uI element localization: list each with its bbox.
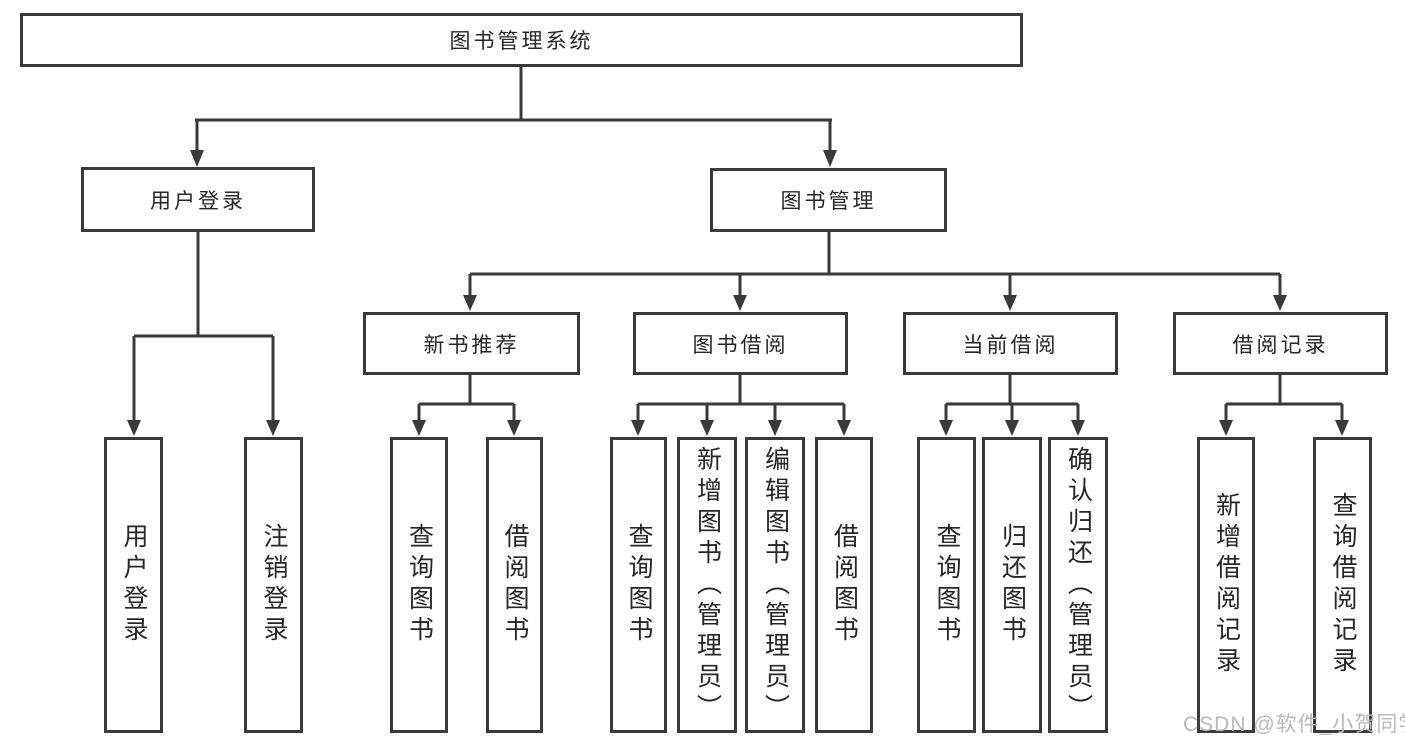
node-new-book-recommend: 新书推荐 <box>363 312 580 375</box>
node-user-login: 用户登录 <box>81 167 315 232</box>
node-borrowing-records: 借阅记录 <box>1173 312 1388 375</box>
leaf-logout: 注销登录 <box>244 437 303 733</box>
leaf-query-books-current: 查询图书 <box>917 437 976 733</box>
leaf-query-books-borrow: 查询图书 <box>610 437 667 733</box>
leaf-query-borrow-record: 查询借阅记录 <box>1313 437 1372 733</box>
node-book-borrowing: 图书借阅 <box>633 312 848 375</box>
leaf-add-borrow-record: 新增借阅记录 <box>1197 437 1255 733</box>
node-library-system: 图书管理系统 <box>20 13 1023 67</box>
leaf-query-books-recommend: 查询图书 <box>390 437 448 733</box>
node-current-borrowing: 当前借阅 <box>903 312 1118 375</box>
node-book-management: 图书管理 <box>710 168 947 232</box>
leaf-borrow-books-recommend: 借阅图书 <box>486 437 543 733</box>
leaf-return-books: 归还图书 <box>982 437 1042 733</box>
leaf-borrow-books: 借阅图书 <box>815 437 873 733</box>
leaf-edit-books-admin: 编辑图书（管理员） <box>745 437 805 733</box>
leaf-user-login: 用户登录 <box>104 437 163 733</box>
leaf-add-books-admin: 新增图书（管理员） <box>677 437 737 733</box>
csdn-watermark: CSDN @软件_小贺同学 <box>1183 713 1405 736</box>
leaf-confirm-return-admin: 确认归还（管理员） <box>1048 437 1108 733</box>
